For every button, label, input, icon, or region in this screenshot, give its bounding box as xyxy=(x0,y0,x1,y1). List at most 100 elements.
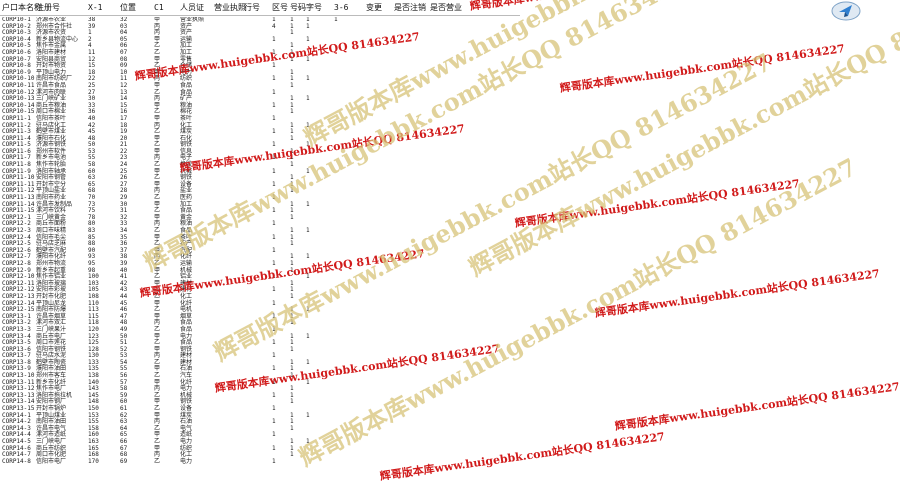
table-cell: 1 xyxy=(272,405,276,413)
column-header[interactable]: 区号 xyxy=(272,3,288,12)
table-cell: 化工 xyxy=(180,451,193,459)
column-header[interactable]: X-1 xyxy=(88,3,103,12)
table-cell: 许昌市电气 xyxy=(36,424,67,432)
column-header[interactable]: C1 xyxy=(154,3,164,12)
table-cell: 南阳市药业 xyxy=(36,194,67,202)
table-cell: 138 xyxy=(88,372,99,380)
column-header[interactable]: 3-6 xyxy=(334,3,349,12)
column-header[interactable]: 号码 xyxy=(290,3,306,12)
table-cell: CORP12-4 xyxy=(2,233,31,241)
column-header[interactable]: 是否注销 xyxy=(394,3,426,12)
table-cell: 丙 xyxy=(154,154,161,162)
column-header[interactable]: 注册号 xyxy=(36,3,60,12)
table-cell: 1 xyxy=(306,378,310,386)
column-header[interactable]: 字号 xyxy=(306,3,322,12)
table-cell: CORP12-7 xyxy=(2,253,31,261)
column-header[interactable]: 营业执照 xyxy=(214,3,246,12)
table-cell: 丙 xyxy=(154,418,161,426)
column-header[interactable]: 变更 xyxy=(366,3,382,12)
column-header[interactable]: 行号 xyxy=(244,3,260,12)
table-cell: 设备 xyxy=(180,405,193,413)
table-cell: 商丘市电厂 xyxy=(36,332,67,340)
table-cell: CORP11-4 xyxy=(2,134,31,142)
table-cell: CORP12-9 xyxy=(2,266,31,274)
column-header[interactable]: 户口本名称 xyxy=(2,3,42,12)
app-logo-icon[interactable] xyxy=(830,0,862,22)
column-header[interactable]: 位置 xyxy=(120,3,136,12)
table-cell: 甲 xyxy=(154,365,161,373)
column-header[interactable]: 人员证 xyxy=(180,3,204,12)
column-header[interactable]: 是否营业 xyxy=(430,3,462,12)
table-cell: 52 xyxy=(120,345,128,353)
